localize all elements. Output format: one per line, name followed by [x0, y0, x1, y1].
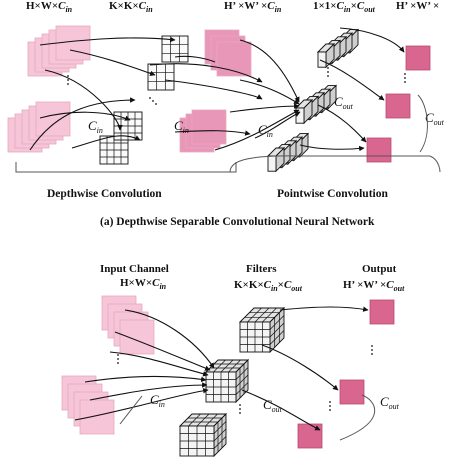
pointwise-bracket: [229, 155, 441, 173]
intermediate-map: [191, 109, 227, 145]
bottom-channel-labels: Cin Cout Cout: [150, 392, 400, 414]
svg-text:H’ ×W’ ×Cin: H’ ×W’ ×Cin: [224, 0, 282, 14]
bottom-header: Input Channel H×W×Cin Filters K×K×Cin×Co…: [100, 263, 405, 293]
bottom-input-dims: H×W×: [120, 277, 152, 289]
svg-text:K×K×Cin: K×K×Cin: [109, 0, 153, 14]
top-depthwise-kernels: [99, 35, 189, 165]
svg-text:Cout: Cout: [334, 94, 354, 111]
svg-text:H’ ×W’ ×Cout: H’ ×W’ ×Cout: [343, 279, 405, 293]
bottom-cout-a: C: [263, 397, 272, 412]
svg-text:Cin: Cin: [150, 392, 165, 409]
input-channel-map: [119, 319, 155, 355]
depthwise-label: Depthwise Convolution: [47, 188, 162, 200]
svg-text:H×W×Cin: H×W×Cin: [26, 0, 73, 14]
pointwise-filter: [266, 132, 310, 173]
filter-cube: [238, 306, 286, 354]
bottom-ellipsis: [117, 345, 373, 414]
bottom-cin: C: [150, 392, 159, 407]
top-cin-c: C: [258, 122, 267, 137]
top-cin-b: C: [174, 118, 183, 133]
top-cout-bracket: [417, 94, 428, 153]
top-pw-dims: 1×1×: [313, 0, 337, 12]
bottom-cout-b: C: [380, 394, 389, 409]
svg-text:Cin: Cin: [174, 118, 189, 135]
svg-text:1×1×Cin×Cout: 1×1×Cin×Cout: [313, 0, 376, 14]
svg-text:Cin: Cin: [258, 122, 273, 139]
bottom-filters-title: Filters: [246, 263, 277, 275]
output-map: [297, 423, 323, 449]
top-input-stack-lower: [7, 101, 71, 153]
top-kernel-dims: K×K×: [109, 0, 139, 12]
output-map: [366, 137, 392, 163]
pointwise-label: Pointwise Convolution: [277, 188, 388, 200]
input-feature-map: [35, 101, 71, 137]
output-map: [385, 93, 411, 119]
top-input-stack-upper: [27, 25, 91, 77]
top-intermediate-maps: [179, 29, 252, 153]
top-connection-arrows: [29, 27, 405, 152]
top-ellipsis: [67, 67, 406, 105]
top-output-maps: [366, 45, 431, 163]
top-cin-a: C: [88, 118, 97, 133]
top-cout-a: C: [334, 94, 343, 109]
filter-cube: [178, 412, 228, 458]
kernel-grid: [99, 135, 129, 165]
output-map: [405, 45, 431, 71]
bottom-input-stack-upper: [101, 295, 155, 355]
svg-text:H×W×Cin: H×W×Cin: [120, 277, 167, 291]
svg-text:Cin: Cin: [88, 118, 103, 135]
svg-text:K×K×Cin×Cout: K×K×Cin×Cout: [234, 279, 303, 293]
top-pointwise-filters: [266, 28, 360, 173]
depthwise-bracket: [15, 162, 237, 173]
bottom-cin-bracket: [119, 395, 143, 425]
pointwise-filter: [316, 28, 360, 69]
output-map: [339, 379, 365, 405]
svg-text:Cout: Cout: [263, 397, 283, 414]
top-header: H×W×Cin K×K×Cin H’ ×W’ ×Cin 1×1×Cin×Cout…: [26, 0, 439, 14]
top-cout-b: C: [425, 110, 434, 125]
top-channel-labels: Cin Cin Cin Cout Cout: [88, 94, 445, 139]
output-map: [369, 299, 395, 325]
top-input-dims: H×W×: [26, 0, 58, 12]
bottom-connection-arrows: [74, 306, 369, 431]
pointwise-filter: [294, 84, 338, 125]
figure-caption: (a) Depthwise Separable Convolutional Ne…: [100, 216, 375, 228]
svg-text:Cout: Cout: [425, 110, 445, 127]
bottom-output-title: Output: [362, 263, 397, 275]
bottom-input-title: Input Channel: [100, 263, 169, 275]
input-channel-map: [79, 399, 115, 435]
bottom-filters: [178, 306, 286, 458]
top-out-dims: H’ ×W’ ×: [396, 0, 439, 12]
bottom-output-dims: H’ ×W’ ×: [343, 279, 386, 291]
bottom-input-stack-lower: [61, 375, 115, 435]
bottom-cout-bracket: [339, 394, 376, 441]
intermediate-map: [216, 41, 252, 77]
bottom-filters-dims: K×K×: [234, 279, 264, 291]
top-mid-dims: H’ ×W’ ×: [224, 0, 267, 12]
svg-text:Cout: Cout: [380, 394, 400, 411]
kernel-grid: [147, 63, 175, 91]
